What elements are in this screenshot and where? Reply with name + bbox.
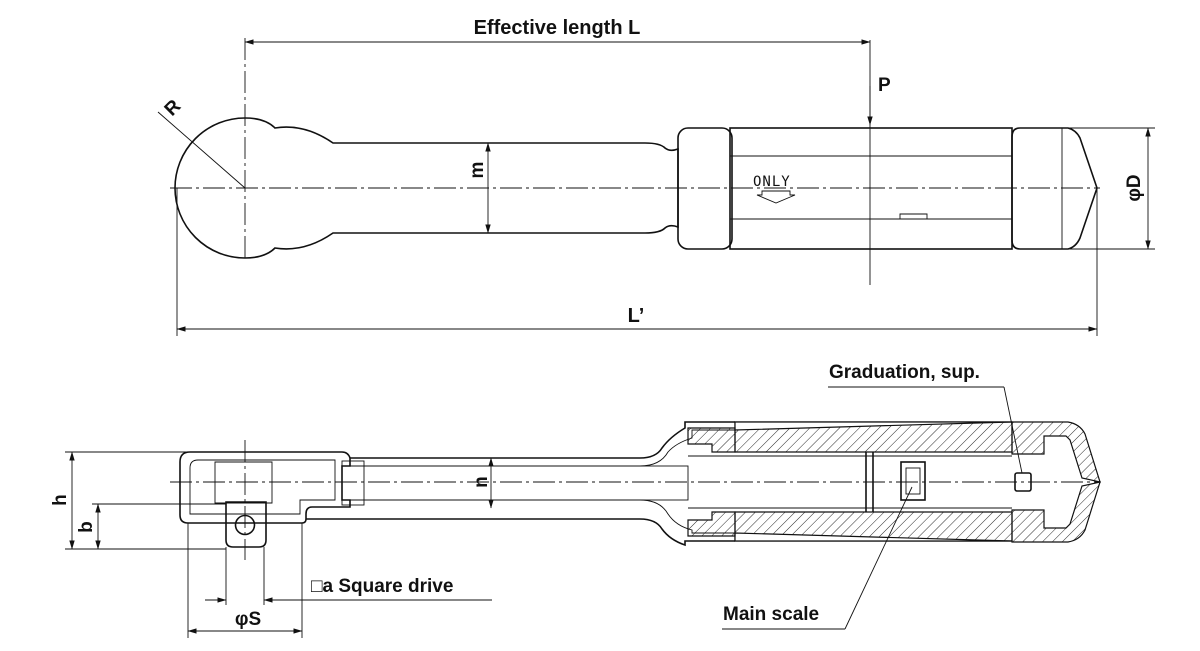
end-cap	[1011, 127, 1098, 250]
grip-front-ring	[677, 127, 733, 250]
radius-label: R	[161, 96, 186, 121]
graduation-leader	[1003, 386, 1023, 474]
radius-line	[157, 111, 246, 189]
main-scale-window	[900, 461, 926, 501]
force-label: P	[878, 75, 891, 96]
rod-end-block	[341, 460, 365, 506]
end-cap-hatch-upper	[1011, 421, 1101, 483]
ratchet-head-outline	[179, 451, 351, 524]
side-view: Graduation, sup. Main scale n h b □a Squ…	[50, 362, 1101, 638]
phi-s-label: φS	[235, 609, 261, 630]
ratchet-head-inner	[189, 459, 336, 515]
effective-length-label: Effective length L	[474, 17, 641, 39]
main-scale-window-inner	[905, 467, 921, 495]
graduation-label: Graduation, sup.	[829, 362, 980, 383]
end-cap-hatch-lower	[1011, 481, 1101, 543]
b-label: b	[76, 521, 97, 533]
phi-d-label: φD	[1124, 174, 1145, 201]
grip-taper-upper	[734, 421, 1013, 431]
h-label: h	[50, 494, 71, 506]
square-drive-ball	[234, 514, 256, 536]
main-scale-leader	[844, 486, 913, 630]
wrench-head-outline	[174, 117, 679, 259]
shaft-lower-outline	[306, 518, 735, 547]
graduation-window	[1014, 472, 1032, 492]
m-label: m	[467, 162, 488, 179]
inner-rod	[341, 465, 689, 501]
only-mark: ONLY	[753, 174, 791, 190]
main-scale-label: Main scale	[723, 604, 819, 625]
only-arrow-icon	[756, 190, 796, 204]
top-view: R ONLY P Effective length L m φD L’	[157, 17, 1155, 336]
n-label: n	[471, 476, 492, 488]
grip-taper-lower	[734, 532, 1013, 542]
collar-hatch-lower	[687, 511, 736, 537]
grip-notch	[899, 213, 928, 219]
collar-hatch-upper	[687, 427, 736, 453]
l-prime-label: L’	[628, 305, 645, 327]
shaft-upper-inner	[350, 429, 735, 467]
shaft-upper-outline	[350, 421, 735, 459]
square-drive-label: □a Square drive	[311, 576, 453, 597]
shaft-lower-inner	[350, 499, 735, 534]
square-drive	[225, 501, 267, 548]
drive-body	[214, 461, 273, 504]
